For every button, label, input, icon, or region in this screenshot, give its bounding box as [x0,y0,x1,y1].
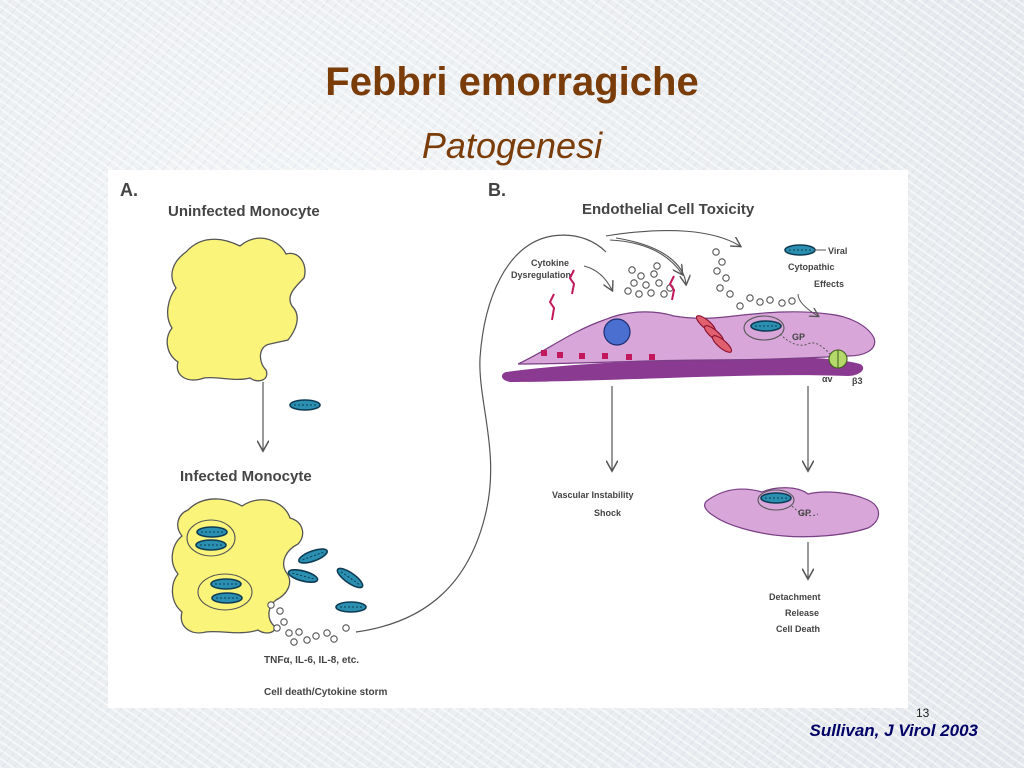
gp-label-2: GP [798,508,811,518]
cytokine-beads-cluster [624,248,796,310]
cytokine-arrow [615,237,686,284]
viral-cytopathic-label-1: Viral [828,246,847,256]
pathogenesis-figure: A. Uninfected Monocyte Infected Monocyte [108,170,908,708]
receptor-spikes [548,269,676,321]
citation: Sullivan, J Virol 2003 [809,721,978,740]
cytokine-bead [273,624,281,632]
cytokine-bead [330,635,338,643]
uninfected-monocyte-label: Uninfected Monocyte [168,203,320,220]
cell-death-label: Cell Death [776,624,820,634]
nucleus [603,318,631,346]
page-number: 13 [916,706,930,720]
slide-subtitle: Patogenesi [421,125,603,166]
cytokine-bead [323,629,331,637]
uninfected-monocyte-cell [166,237,306,382]
detachment-label: Detachment [769,592,821,602]
infected-monocyte-label: Infected Monocyte [180,468,312,485]
panel-b-title: Endothelial Cell Toxicity [582,201,755,218]
cytokine-bead [285,629,293,637]
virion-icon [196,526,228,538]
panel-b-letter: B. [488,180,506,200]
release-label: Release [785,608,819,618]
virion-icon [335,601,367,613]
virion-icon [296,545,330,567]
virion-icon [334,564,366,592]
cytokine-bead [312,632,320,640]
detached-endothelial-cell [704,487,880,538]
cytokine-dysregulation-label-2: Dysregulation [511,270,571,280]
cytokine-bead [276,607,284,615]
vascular-instability-label: Vascular Instability [552,490,634,500]
transmigrating-cells [695,315,733,353]
viral-cytopathic-label-2: Cytopathic [788,262,835,272]
endothelial-cell [517,311,876,365]
cytokines-label: TNFα, IL-6, IL-8, etc. [264,655,359,666]
basement-membrane [501,357,864,382]
cytokine-arrow [583,265,612,290]
virion-icon [750,320,782,332]
gp-trafficking [779,333,831,355]
cytokine-bead [280,618,288,626]
panel-a-letter: A. [120,180,138,200]
cytokine-arrow [605,230,740,246]
cytokine-bead [290,638,298,646]
cytokine-bead [342,624,350,632]
virion-icon [195,539,227,551]
cytokine-bead [295,628,303,636]
virion-icon [289,399,321,411]
cytokine-bead [303,636,311,644]
gp-label: GP [792,332,805,342]
virion-icon [211,592,243,604]
virion-icon [210,578,242,590]
virion-icon [784,244,816,256]
virion-icon [760,492,792,504]
beta3-label: β3 [852,376,863,386]
virion-icon [286,566,320,586]
cytokine-storm-label: Cell death/Cytokine storm [264,687,387,698]
viral-cytopathic-label-3: Effects [814,279,844,289]
cytopathic-arrow [797,293,818,316]
cytokine-arrow [609,239,682,274]
shock-label: Shock [594,508,622,518]
cytokine-bead [267,601,275,609]
cytokine-dysregulation-label-1: Cytokine [531,258,569,268]
slide-title: Febbri emorragiche [325,60,699,104]
figure-drawing: A. Uninfected Monocyte Infected Monocyte [120,180,880,698]
adhesion-markers [541,350,655,360]
connector-curve [355,234,607,633]
alpha-v-label: αv [822,374,833,384]
